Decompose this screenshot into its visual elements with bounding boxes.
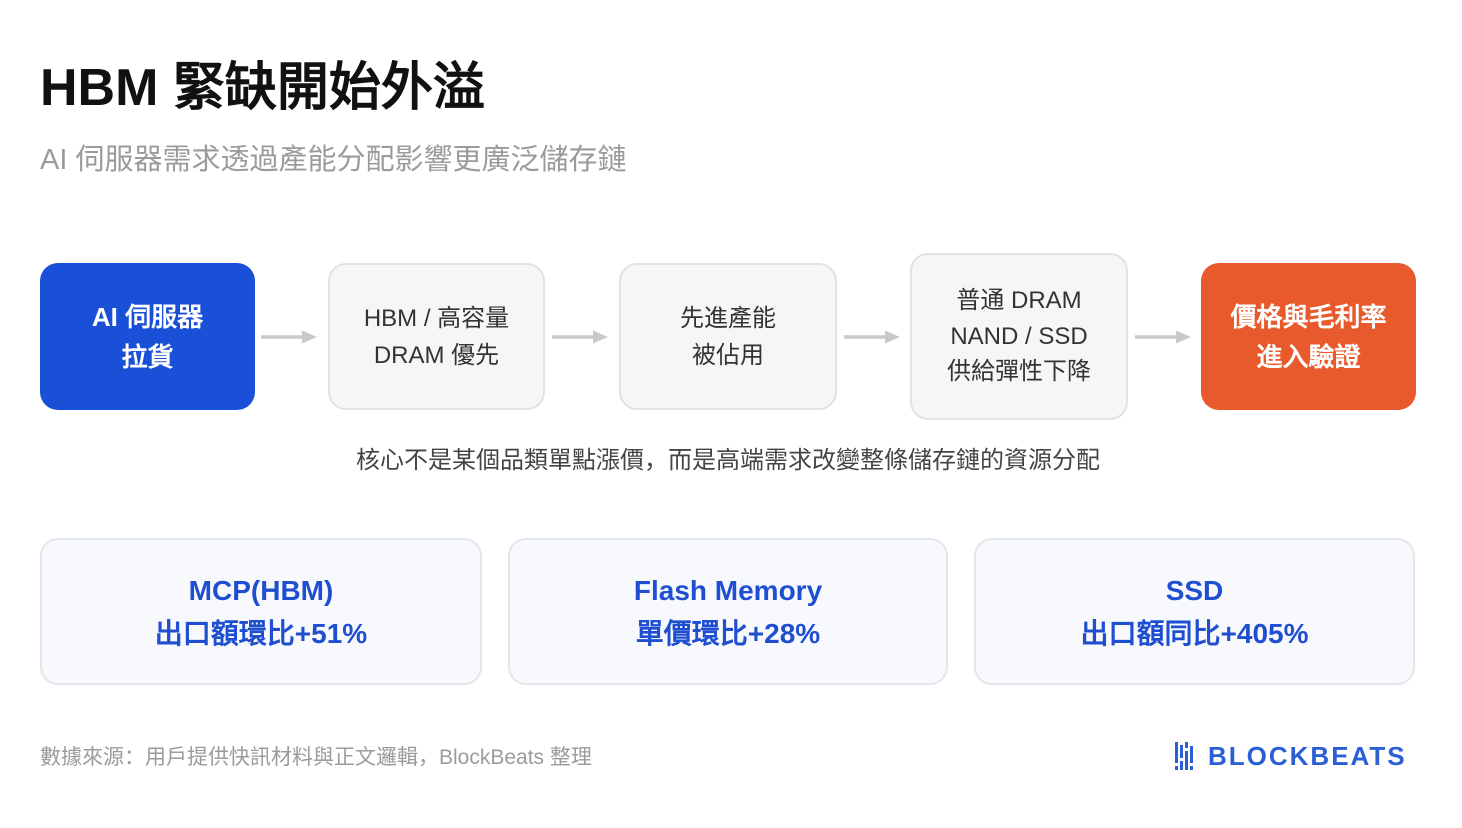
flow-step-line: DRAM 優先	[373, 341, 500, 369]
flow-step-line: HBM / 高容量	[363, 304, 510, 332]
blockbeats-logo: BLOCKBEATS	[1175, 741, 1407, 771]
arrow-right-icon	[261, 330, 317, 344]
stat-value: 單價環比+28%	[635, 617, 821, 649]
flow-step-line: 進入驗證	[1256, 341, 1361, 372]
flow-step-capacity-occupied: 先進產能 被佔用	[619, 263, 837, 410]
page-title: HBM 緊缺開始外溢	[40, 59, 485, 117]
stat-card-mcp-hbm: MCP(HBM) 出口額環比+51%	[40, 538, 482, 685]
flow-step-supply-elasticity: 普通 DRAM NAND / SSD 供給彈性下降	[910, 253, 1128, 420]
blockbeats-logo-icon	[1175, 742, 1193, 770]
flow-step-line: 價格與毛利率	[1230, 301, 1387, 332]
arrow-right-icon	[1135, 330, 1191, 344]
stat-label: MCP(HBM)	[188, 574, 334, 606]
flow-step-line: AI 伺服器	[91, 301, 204, 332]
flow-step-line: 拉貨	[121, 341, 174, 372]
arrow-right-icon	[552, 330, 608, 344]
flow-step-line: 被佔用	[692, 341, 764, 369]
flow-step-hbm-priority: HBM / 高容量 DRAM 優先	[328, 263, 545, 410]
arrow-right-icon	[844, 330, 900, 344]
stat-card-ssd: SSD 出口額同比+405%	[974, 538, 1415, 685]
page-subtitle: AI 伺服器需求透過產能分配影響更廣泛儲存鏈	[40, 144, 627, 176]
stat-value: 出口額同比+405%	[1080, 617, 1309, 649]
stat-value: 出口額環比+51%	[154, 617, 368, 649]
flow-step-ai-server-demand: AI 伺服器 拉貨	[40, 263, 255, 410]
flow-step-price-margin: 價格與毛利率 進入驗證	[1201, 263, 1416, 410]
stat-label: Flash Memory	[633, 574, 823, 606]
blockbeats-logo-text: BLOCKBEATS	[1208, 741, 1407, 771]
flow-step-line: 先進產能	[680, 304, 776, 332]
flow-step-line: 供給彈性下降	[947, 358, 1091, 386]
stat-card-flash-memory: Flash Memory 單價環比+28%	[508, 538, 948, 685]
flow-step-line: 普通 DRAM	[956, 287, 1082, 315]
stat-label: SSD	[1165, 574, 1224, 606]
flow-step-line: NAND / SSD	[950, 322, 1088, 350]
data-source-note: 數據來源：用戶提供快訊材料與正文邏輯，BlockBeats 整理	[40, 746, 592, 769]
flow-caption: 核心不是某個品類單點漲價，而是高端需求改變整條儲存鏈的資源分配	[356, 447, 1100, 474]
